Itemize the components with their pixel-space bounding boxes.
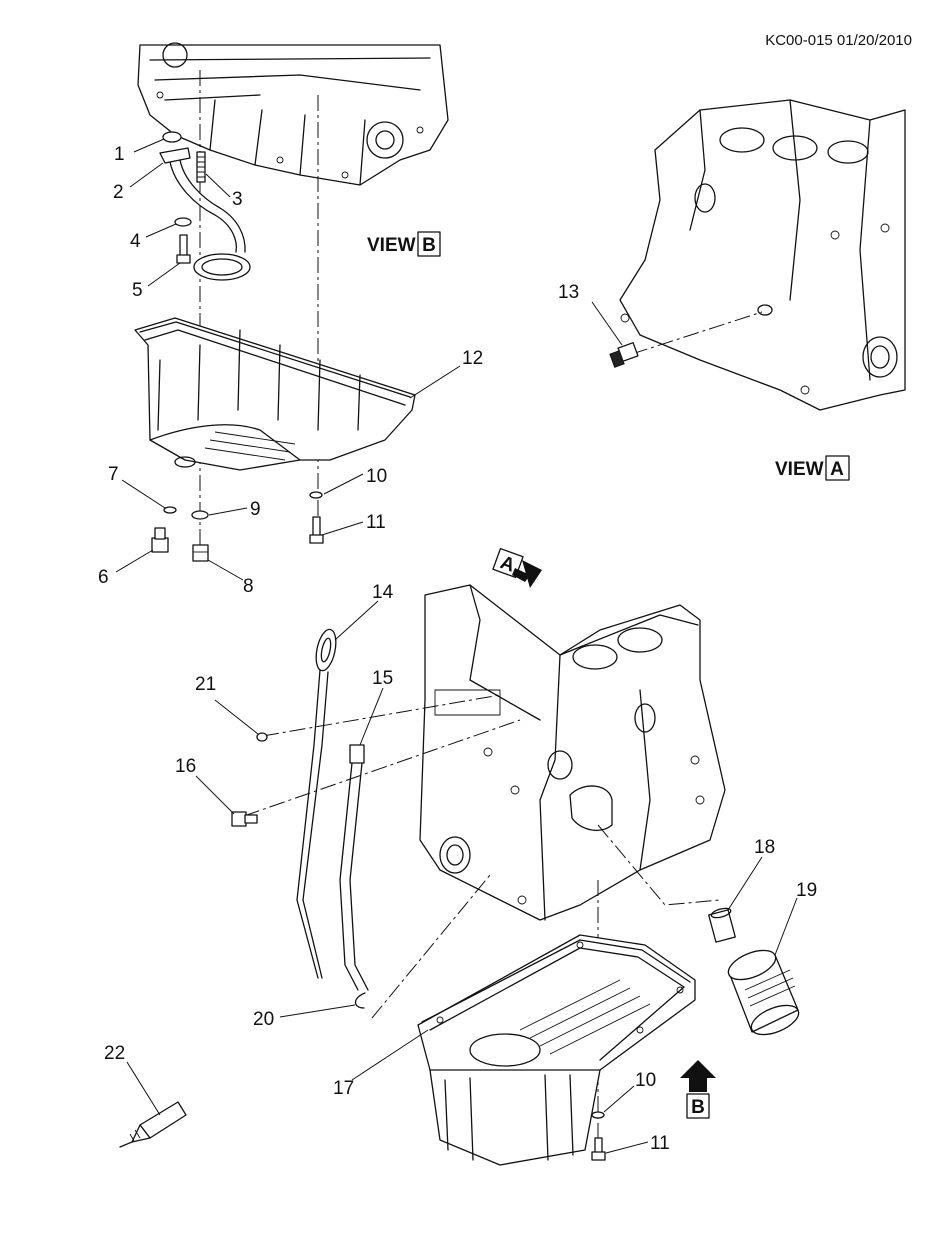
callout-11-lower: 11 xyxy=(650,1133,670,1154)
leader-lines xyxy=(115,138,798,1154)
part-15-dipstick-tube xyxy=(339,744,369,991)
part-14-oil-level-dipstick xyxy=(296,628,337,979)
part-5-bolt xyxy=(176,234,191,264)
centerline-tube-bolt xyxy=(243,719,521,817)
callout-16: 16 xyxy=(175,756,196,777)
centerline-seal xyxy=(371,874,491,1019)
part-19-oil-filter xyxy=(727,949,800,1036)
callout-21: 21 xyxy=(195,674,216,695)
part-4-washer xyxy=(174,217,192,227)
centerline-oring xyxy=(262,694,501,737)
callout-11-upper: 11 xyxy=(366,512,386,533)
callout-10-lower: 10 xyxy=(635,1070,656,1091)
centerline-filter xyxy=(597,824,721,906)
callout-numbers: 1 2 3 4 5 12 7 6 8 9 10 11 13 14 15 21 1… xyxy=(98,144,817,1154)
callout-13: 13 xyxy=(558,282,579,303)
svg-text:A: A xyxy=(830,459,844,480)
part-7-drain-gasket xyxy=(163,506,177,514)
callout-18: 18 xyxy=(754,837,775,858)
part-13-oil-pressure-sensor xyxy=(609,342,639,368)
view-b-label: VIEW B xyxy=(367,231,441,257)
callout-8: 8 xyxy=(243,576,254,597)
view-a-label: VIEW A xyxy=(775,455,850,481)
callout-1: 1 xyxy=(114,144,125,165)
upper-engine-block-underside xyxy=(137,42,449,186)
main-engine-block xyxy=(419,584,726,921)
callout-22: 22 xyxy=(104,1043,125,1064)
part-22-sealant-tube xyxy=(119,1101,187,1148)
svg-text:B: B xyxy=(691,1097,705,1118)
view-a-engine-block xyxy=(619,99,906,411)
callout-15: 15 xyxy=(372,668,393,689)
part-20-seal xyxy=(354,992,366,1009)
part-1-seal-ring xyxy=(162,131,182,143)
callout-10-upper: 10 xyxy=(366,466,387,487)
callout-19: 19 xyxy=(796,880,817,901)
part-16-bolt xyxy=(231,811,258,827)
centerline-sensor xyxy=(631,311,763,355)
svg-text:VIEW: VIEW xyxy=(775,459,824,480)
part-12-upper-oil-pan xyxy=(134,317,416,471)
callout-12: 12 xyxy=(462,348,483,369)
part-11-bolt-lower xyxy=(591,1137,606,1161)
callout-4: 4 xyxy=(130,231,141,252)
callout-6: 6 xyxy=(98,567,109,588)
part-10-washer-upper xyxy=(309,491,323,499)
part-3-stud xyxy=(196,151,206,183)
part-2-oil-pickup-pipe xyxy=(159,147,251,281)
view-a-direction-arrow: A xyxy=(492,547,542,588)
part-11-bolt-upper xyxy=(309,516,324,544)
part-8-nut xyxy=(192,544,209,562)
part-10-washer-lower xyxy=(591,1111,605,1119)
callout-2: 2 xyxy=(113,182,124,203)
callout-20: 20 xyxy=(253,1009,274,1030)
document-code: KC00-015 01/20/2010 xyxy=(765,32,912,49)
part-6-drain-plug xyxy=(151,527,169,553)
part-18-filter-fitting xyxy=(708,907,736,943)
part-21-o-ring xyxy=(256,732,268,742)
callout-3: 3 xyxy=(232,189,243,210)
part-9-washer xyxy=(191,510,209,520)
callout-7: 7 xyxy=(108,464,119,485)
callout-14: 14 xyxy=(372,582,394,603)
svg-text:VIEW: VIEW xyxy=(367,235,416,256)
callout-9: 9 xyxy=(250,499,261,520)
svg-text:B: B xyxy=(422,235,436,256)
callout-5: 5 xyxy=(132,280,143,301)
part-17-lower-oil-pan xyxy=(417,934,696,1166)
view-b-direction-arrow: B xyxy=(680,1060,716,1119)
callout-17: 17 xyxy=(333,1078,354,1099)
